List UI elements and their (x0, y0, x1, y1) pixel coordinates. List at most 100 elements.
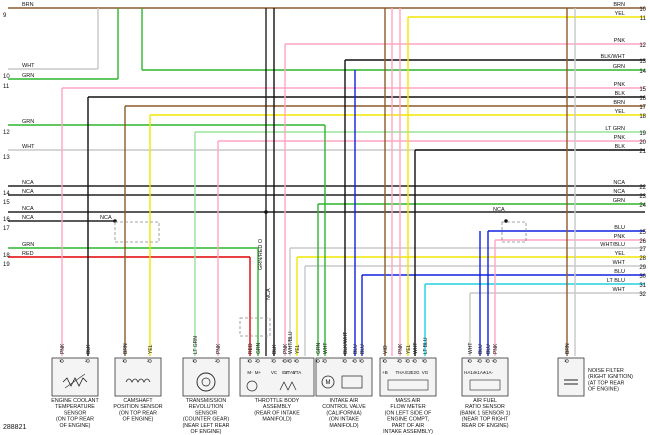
right-wire-color-19: WHT (612, 260, 625, 266)
maf-pin-label-4: LT BLU (423, 337, 429, 354)
tb-term-0: M- (247, 370, 253, 375)
tb-pin-2 (272, 359, 276, 363)
right-wire-color-9: LT GRN (605, 126, 625, 132)
left-wire-color-9: GRN (22, 242, 34, 248)
tb-label-line-1: ASSEMBLY (263, 404, 292, 410)
cmp-pin-num-1: 2 (147, 358, 150, 363)
maf-pin-label-2: YEL (406, 344, 412, 354)
iacv-pin-num-1: 2 (322, 358, 325, 363)
afr-label-line-3: (NEAR TOP RIGHT (462, 417, 509, 423)
maf-pin-label-0: VIO (383, 345, 389, 354)
left-wire-color-8: NCA (22, 215, 34, 221)
right-wire-num-12: 22 (639, 185, 646, 191)
maf-label-line-2: (ON LEFT SIDE OF (385, 410, 432, 416)
left-wire-num-0: 9 (3, 13, 7, 19)
right-wire-color-13: NCA (613, 189, 625, 195)
right-wire-num-18: 28 (639, 256, 646, 262)
diagram-id: 288821 (3, 424, 27, 431)
left-wire-color-5: NCA (22, 180, 34, 186)
right-wire-color-14: GRN (613, 198, 625, 204)
maf-pin-num-4: 5 (422, 358, 425, 363)
right-wire-num-9: 19 (639, 131, 646, 137)
iacv-pin-label-0: GRN (316, 343, 322, 355)
iacv-label-line-1: CONTROL VALVE (322, 404, 366, 410)
cmp-pin-label-1: YEL (148, 344, 154, 354)
nf-pin-label-0: BRN (565, 343, 571, 354)
iacv-pin-num-2: 3 (342, 358, 345, 363)
left-wire-color-1: WHT (22, 63, 35, 69)
trs-pin-num-1: 2 (215, 358, 218, 363)
right-wire-num-14: 24 (639, 203, 646, 209)
tb-label-line-0: THROTTLE BODY (255, 398, 300, 404)
right-wire-color-0: BRN (613, 2, 625, 8)
afr-label-line-0: AIR FUEL (473, 398, 497, 404)
ect-thermistor-arrow (64, 373, 86, 389)
inline-label-1: NCA (493, 207, 505, 213)
right-wire-num-1: 11 (640, 16, 647, 22)
maf-term-4: VG (422, 370, 429, 375)
iacv-label-line-3: (ON INTAKE (329, 417, 359, 423)
maf-term-3: E2G (410, 370, 420, 375)
right-wire-color-5: PNK (614, 82, 626, 88)
tb-pin-num-4: 5 (287, 358, 290, 363)
afr-pin-label-0: WHT (468, 343, 474, 354)
maf-label-line-3: ENGINE COMPT, (387, 417, 429, 423)
tb-pin-label-0: RED (248, 343, 254, 354)
maf-label-line-1: FLOW METER (390, 404, 425, 410)
cmp-label-line-3: OF ENGINE) (123, 417, 154, 423)
cmp-coil-symbol (125, 378, 151, 383)
nf-label-line-0: NOISE FILTER (588, 368, 624, 374)
afr-label-line-4: REAR OF ENGINE) (461, 423, 508, 429)
right-wire-num-0: 10 (639, 7, 646, 13)
right-wire-color-15: BLU (614, 225, 625, 231)
right-wire-color-21: LT BLU (607, 278, 625, 284)
iacv-motor-symbol (321, 375, 335, 389)
tb-motor-symbol (246, 380, 258, 392)
nf-pin-num-0: 1 (564, 358, 567, 363)
trs-label-line-2: SENSOR (195, 410, 218, 416)
right-wire-num-7: 17 (639, 105, 646, 111)
iacv-pin-num-4: 5 (359, 358, 362, 363)
maf-pin-label-1: PNK (398, 343, 404, 354)
trs-gear-symbol (196, 372, 216, 392)
maf-pin-1 (398, 359, 402, 363)
afr-pin-num-0: 1 (467, 358, 470, 363)
iacv-pin-num-3: 4 (352, 358, 355, 363)
afr-term-1: A1A+ (474, 370, 486, 375)
afr-pin-2 (486, 359, 490, 363)
maf-box (379, 357, 437, 397)
right-wire-color-1: YEL (615, 11, 625, 17)
iacv-pin-4 (360, 359, 364, 363)
iacv-pin-label-1: WHT (323, 343, 329, 354)
right-wire-num-21: 31 (639, 283, 646, 289)
tb-label-line-3: MANIFOLD) (262, 417, 291, 423)
nf-label-line-2: (AT TOP REAR (588, 380, 624, 386)
cmp-pin-num-0: 1 (122, 358, 125, 363)
afr-pin-num-2: 3 (485, 358, 488, 363)
iacv-pin-2 (343, 359, 347, 363)
right-wire-color-8: YEL (615, 109, 625, 115)
afr-box (461, 357, 509, 397)
right-wire-color-2: PNK (614, 38, 626, 44)
tb-pin-label-1: GRN (256, 343, 262, 355)
tb-term-2: VC (271, 370, 278, 375)
ect-pin-label-0: PNK (60, 343, 66, 354)
tb-pin-label-4: WHT/BLU (288, 331, 294, 354)
ect-pin-num-0: 1 (59, 358, 62, 363)
iacv-pin-label-3: BLU (353, 344, 359, 354)
tb-box (239, 357, 315, 397)
maf-sensor-symbol (387, 379, 429, 391)
inline-label-2: GRN/RED O (258, 238, 264, 270)
tb-term-4: VTA2 (285, 370, 296, 375)
ect-pin-0 (60, 359, 64, 363)
right-wire-num-4: 14 (639, 69, 646, 75)
right-wire-color-22: WHT (612, 287, 625, 293)
ect-label-line-1: TEMPERATURE (55, 404, 95, 410)
tb-pin-num-5: 6 (294, 358, 297, 363)
cmp-pin-0 (123, 359, 127, 363)
right-wire-num-2: 12 (639, 43, 646, 49)
afr-pin-3 (493, 359, 497, 363)
nf-label-line-1: (RIGHT IGNITION) (588, 374, 633, 380)
